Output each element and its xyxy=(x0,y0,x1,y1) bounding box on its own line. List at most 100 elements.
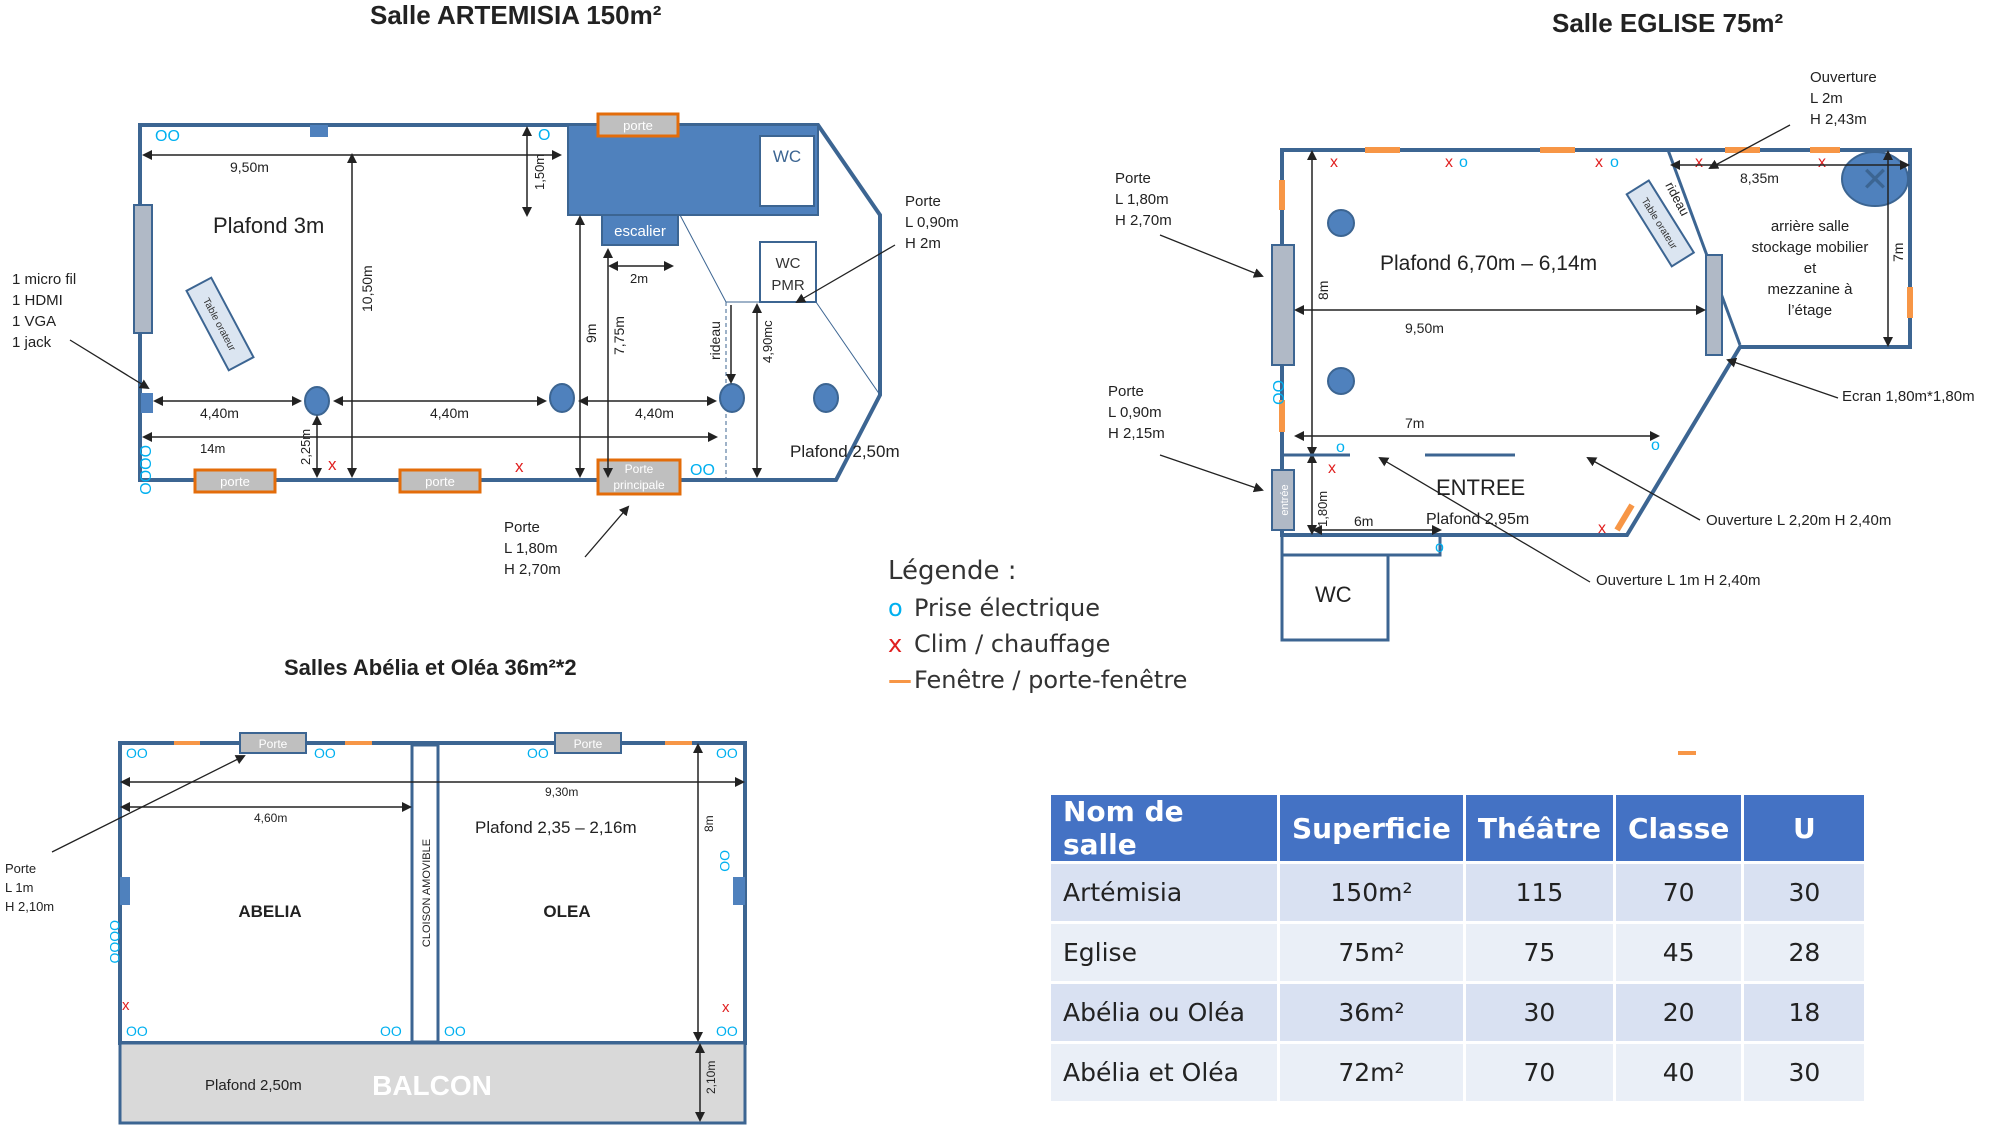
artemisia-dim-1050-label: 10,50m xyxy=(359,265,375,312)
artemisia-note-bottom-2: L 1,80m xyxy=(504,540,558,557)
artemisia-wc-box xyxy=(759,135,815,207)
artemisia-screen-left xyxy=(133,204,153,334)
artemisia-clim-2: x xyxy=(515,457,524,476)
artemisia-top-plug xyxy=(310,125,328,137)
col-u: U xyxy=(1744,795,1865,861)
artemisia-dim-950-label: 9,50m xyxy=(230,159,269,175)
table-cell: 115 xyxy=(1465,864,1613,921)
eglise-note-ouv-top-1: Ouverture xyxy=(1810,69,1877,86)
artemisia-dim-490-label: 4,90mc xyxy=(760,320,775,363)
eglise-lower-block xyxy=(1280,455,1442,557)
eglise-clim-3: x xyxy=(1595,154,1603,171)
artemisia-dim-9-label: 9m xyxy=(583,324,599,343)
artemisia-door-b1 xyxy=(193,468,277,494)
artemisia-dim-440b-label: 4,40m xyxy=(430,405,469,421)
title-eglise: Salle EGLISE 75m² xyxy=(1552,8,1784,38)
eglise-clim-2: x xyxy=(1445,154,1453,171)
eglise-dim-7h-label: 7m xyxy=(1405,415,1424,431)
eglise-note-porte2-2: L 0,90m xyxy=(1108,404,1162,421)
artemisia-plug-left xyxy=(141,393,153,413)
table-cell: 20 xyxy=(1616,984,1742,1041)
table-cell: 150m² xyxy=(1280,864,1463,921)
abelia-socket-left: OOOO xyxy=(107,920,123,964)
eglise-socket-4: OO xyxy=(1269,380,1286,405)
col-theatre: Théâtre xyxy=(1465,795,1613,861)
balcon-dim-210-label: 2,10m xyxy=(704,1061,718,1094)
eglise-note-ouv-r-arrow xyxy=(1586,457,1701,521)
cloison-amovible-label: CLOISON AMOVIBLE xyxy=(421,839,433,947)
artemisia-door-b2-label: porte xyxy=(425,474,455,489)
artemisia-socket-4: OOOO xyxy=(136,445,153,495)
eglise-arriere-3: et xyxy=(1804,260,1817,277)
artemisia-note-left-3: 1 VGA xyxy=(12,313,56,330)
artemisia-note-right-3: H 2m xyxy=(905,235,941,252)
eglise-socket-3: o xyxy=(1610,154,1619,171)
abelia-plug-left xyxy=(120,877,130,905)
eglise-note-ouv-b: Ouverture L 1m H 2,40m xyxy=(1596,572,1761,589)
eglise-clim-7: x xyxy=(1598,520,1606,537)
olea-socket-2: OO xyxy=(716,745,738,761)
eglise-column-1 xyxy=(1327,209,1355,237)
artemisia-note-right-arrow xyxy=(795,244,896,304)
eglise-clim-1: x xyxy=(1330,154,1338,171)
artemisia-door-b1-label: porte xyxy=(220,474,250,489)
artemisia-door-main-label: Porte xyxy=(625,462,654,476)
eglise-entree-label: ENTREE xyxy=(1436,475,1525,500)
artemisia-rideau-label: rideau xyxy=(707,321,723,360)
eglise-note-porte1-arrow xyxy=(1159,234,1264,278)
artemisia-note-left-arrow xyxy=(69,339,150,390)
artemisia-wc-label: WC xyxy=(773,147,801,166)
table-cell: Eglise xyxy=(1051,924,1277,981)
legend-title: Légende : xyxy=(888,556,1017,586)
artemisia-dim-2-label: 2m xyxy=(630,271,648,286)
title-artemisia: Salle ARTEMISIA 150m² xyxy=(370,0,662,30)
col-superficie: Superficie xyxy=(1280,795,1463,861)
artemisia-door-main-label2: principale xyxy=(613,478,665,492)
eglise-entree-door xyxy=(1271,469,1295,531)
artemisia-note-right-1: Porte xyxy=(905,193,941,210)
eglise-wc-box xyxy=(1280,553,1390,642)
artemisia-socket-1: OO xyxy=(155,128,180,145)
abelia-note-2: L 1m xyxy=(5,880,33,895)
balcon-ceiling: Plafond 2,50m xyxy=(205,1077,302,1094)
eglise-dim-950-label: 9,50m xyxy=(1405,320,1444,336)
artemisia-note-bottom-arrow xyxy=(584,505,630,558)
eglise-entree-door-label: entrée xyxy=(1279,484,1291,515)
table-cell: Artémisia xyxy=(1051,864,1277,921)
eglise-note-ouv-b-arrow xyxy=(1378,456,1591,583)
table-cell: Abélia et Oléa xyxy=(1051,1044,1277,1101)
eglise-note-ecran-arrow xyxy=(1726,357,1839,399)
table-cell: 36m² xyxy=(1280,984,1463,1041)
eglise-screen-right xyxy=(1705,254,1723,356)
abelia-clim: x xyxy=(122,997,130,1014)
table-cell: 30 xyxy=(1465,984,1613,1041)
eglise-socket-2: o xyxy=(1459,154,1468,171)
artemisia-note-left-4: 1 jack xyxy=(12,334,52,351)
eglise-arriere-2: stockage mobilier xyxy=(1752,239,1869,256)
table-cell: 70 xyxy=(1465,1044,1613,1101)
abelia-label: ABELIA xyxy=(238,902,301,921)
col-classe: Classe xyxy=(1616,795,1742,861)
title-abelia-olea: Salles Abélia et Oléa 36m²*2 xyxy=(284,655,577,680)
eglise-note-ouv-top-2: L 2m xyxy=(1810,90,1843,107)
eglise-clim-5: x xyxy=(1818,154,1826,171)
abelia-socket-4: OO xyxy=(380,1023,402,1039)
table-cell: Abélia ou Oléa xyxy=(1051,984,1277,1041)
olea-socket-3: OO xyxy=(444,1023,466,1039)
abelia-socket-2: OO xyxy=(314,745,336,761)
artemisia-column-3 xyxy=(719,383,745,413)
eglise-note-ouv-top-arrow xyxy=(1708,124,1791,169)
artemisia-escalier-box xyxy=(601,214,679,246)
legend-item-fenetre: —Fenêtre / porte-fenêtre xyxy=(888,662,1187,698)
artemisia-door-top-label: porte xyxy=(623,118,653,133)
socket-icon: o xyxy=(888,594,903,622)
artemisia-note-bottom-1: Porte xyxy=(504,519,540,536)
clim-icon: x xyxy=(888,630,903,658)
table-row: Eglise 75m² 75 45 28 xyxy=(1051,924,1865,981)
abelia-door xyxy=(239,732,307,754)
olea-socket-1: OO xyxy=(527,745,549,761)
eglise-note-ouv-top-3: H 2,43m xyxy=(1810,111,1867,128)
